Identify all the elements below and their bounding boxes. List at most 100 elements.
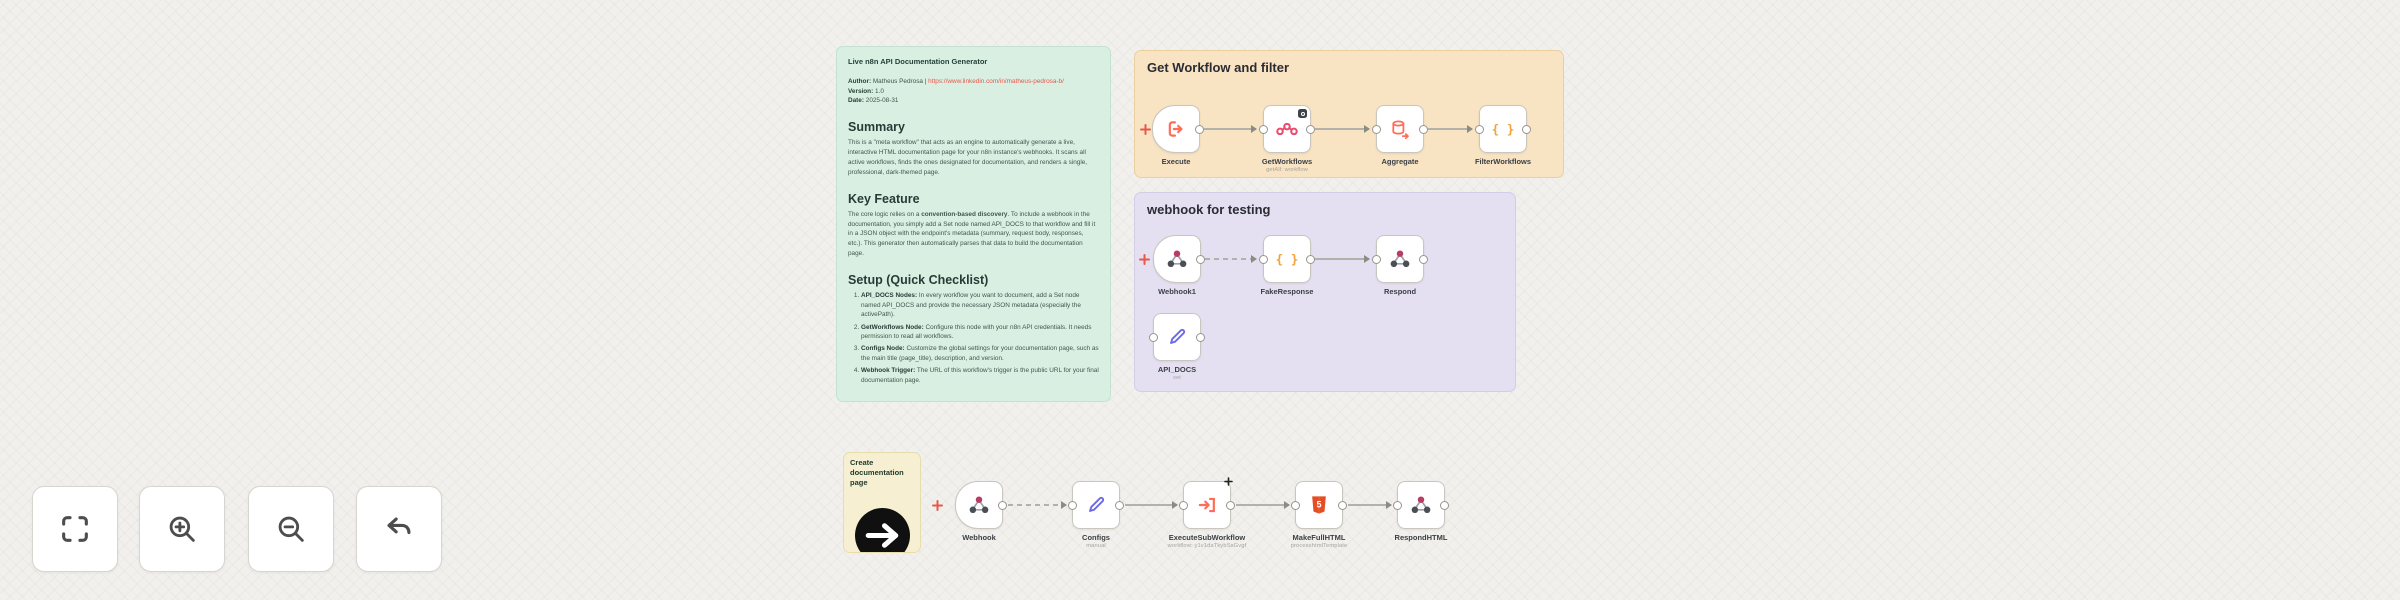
checklist-item: GetWorkflows Node: Configure this node w… — [861, 323, 1099, 342]
fit-view-button[interactable] — [32, 486, 118, 572]
input-port[interactable] — [1259, 254, 1268, 264]
node-execute[interactable]: Execute — [1152, 105, 1204, 166]
connection[interactable] — [1008, 501, 1067, 509]
note-title: Get Workflow and filter — [1147, 60, 1290, 75]
fit-view-icon — [62, 516, 88, 542]
connection[interactable] — [1125, 501, 1178, 509]
input-port[interactable] — [1372, 254, 1381, 264]
svg-text:{ }: { } — [1492, 122, 1515, 137]
checklist-item: Configs Node: Customize the global setti… — [861, 344, 1099, 363]
checklist-item: API_DOCS Nodes: In every workflow you wa… — [861, 291, 1099, 320]
input-port[interactable] — [1372, 124, 1381, 134]
node-filterworkflows[interactable]: { } FilterWorkflows — [1475, 105, 1531, 166]
code-icon: { } — [1276, 252, 1299, 267]
input-port[interactable] — [1179, 500, 1188, 510]
zoom-out-button[interactable] — [248, 486, 334, 572]
connection[interactable] — [1428, 125, 1473, 133]
setup-heading: Setup (Quick Checklist) — [848, 273, 989, 288]
html5-icon: 5 — [1312, 496, 1326, 514]
node-webhook1[interactable]: Webhook1 — [1153, 235, 1205, 296]
input-port[interactable] — [1393, 500, 1402, 510]
key-feature-text: The core logic relies on a convention-ba… — [848, 210, 1096, 258]
trigger-pin-icon — [1139, 254, 1150, 265]
input-port[interactable] — [1068, 500, 1077, 510]
zoom-in-button[interactable] — [139, 486, 225, 572]
trigger-pin-icon — [1140, 124, 1151, 135]
output-port[interactable] — [1115, 500, 1124, 510]
svg-text:{ }: { } — [1276, 252, 1299, 267]
execute-workflow-icon — [1198, 497, 1215, 513]
output-port[interactable] — [1196, 332, 1205, 342]
connection[interactable] — [1315, 125, 1370, 133]
undo-icon — [387, 517, 411, 535]
node-respond[interactable]: Respond — [1372, 235, 1428, 296]
respond-webhook-icon — [1390, 250, 1410, 268]
connection[interactable] — [1348, 501, 1392, 509]
author-label: Author: — [848, 78, 872, 86]
connection[interactable] — [1204, 125, 1257, 133]
respond-webhook-icon — [1411, 496, 1431, 514]
sticky-note-documentation[interactable]: Live n8n API Documentation Generator Aut… — [836, 46, 1111, 402]
output-port[interactable] — [1419, 124, 1428, 134]
connection[interactable] — [1236, 501, 1290, 509]
credential-badge-icon — [1298, 109, 1307, 118]
date-label: Date: — [848, 97, 864, 105]
aggregate-icon — [1392, 120, 1409, 140]
summary-text: This is a "meta workflow" that acts as a… — [848, 138, 1088, 176]
summary-heading: Summary — [848, 119, 905, 134]
version-label: Version: — [848, 87, 874, 95]
zoom-out-icon — [278, 516, 304, 542]
date-value: 2025-08-31 — [865, 97, 899, 105]
node-webhook[interactable]: Webhook — [955, 481, 1007, 542]
right-arrow-icon — [865, 523, 899, 548]
zoom-in-icon — [169, 516, 195, 542]
author-link[interactable]: https://www.linkedin.com/in/matheus-pedr… — [928, 78, 1064, 86]
input-port[interactable] — [1149, 332, 1158, 342]
sticky-note-webhook-testing[interactable]: webhook for testing — [1134, 192, 1516, 392]
version-value: 1.0 — [875, 87, 884, 95]
n8n-icon — [1276, 122, 1298, 136]
output-port[interactable] — [1226, 500, 1235, 510]
setup-checklist: API_DOCS Nodes: In every workflow you wa… — [848, 291, 1099, 385]
note-title: Create documentation page — [850, 458, 904, 488]
input-port[interactable] — [1475, 124, 1484, 134]
webhook-icon — [1167, 250, 1187, 268]
key-feature-heading: Key Feature — [848, 191, 920, 206]
trigger-pin-icon — [932, 500, 943, 511]
code-icon: { } — [1492, 122, 1515, 137]
author-value: Matheus Pedrosa | — [872, 78, 929, 86]
output-port[interactable] — [1196, 254, 1205, 264]
pinned-plus-icon — [1224, 477, 1233, 486]
sticky-note-create-docs[interactable]: Create documentation page — [843, 452, 921, 553]
output-port[interactable] — [1195, 124, 1204, 134]
output-port[interactable] — [1419, 254, 1428, 264]
note-title: Live n8n API Documentation Generator — [848, 57, 988, 66]
input-port[interactable] — [1291, 500, 1300, 510]
input-port[interactable] — [1259, 124, 1268, 134]
execute-workflow-trigger-icon — [1168, 121, 1183, 137]
node-respondhtml[interactable]: RespondHTML — [1393, 481, 1449, 542]
output-port[interactable] — [1522, 124, 1531, 134]
arrow-image — [855, 508, 910, 552]
connection[interactable] — [1315, 255, 1370, 263]
note-title: webhook for testing — [1147, 202, 1271, 217]
undo-button[interactable] — [356, 486, 442, 572]
output-port[interactable] — [1306, 124, 1315, 134]
output-port[interactable] — [998, 500, 1007, 510]
svg-text:5: 5 — [1316, 500, 1321, 510]
output-port[interactable] — [1338, 500, 1347, 510]
edit-fields-icon — [1089, 496, 1105, 512]
output-port[interactable] — [1306, 254, 1315, 264]
output-port[interactable] — [1440, 500, 1449, 510]
node-aggregate[interactable]: Aggregate — [1372, 105, 1428, 166]
node-fakeresponse[interactable]: { } FakeResponse — [1259, 235, 1315, 296]
note-meta: Author: Matheus Pedrosa | https://www.li… — [848, 77, 1099, 106]
edit-fields-icon — [1170, 328, 1186, 344]
connection[interactable] — [1205, 255, 1257, 263]
